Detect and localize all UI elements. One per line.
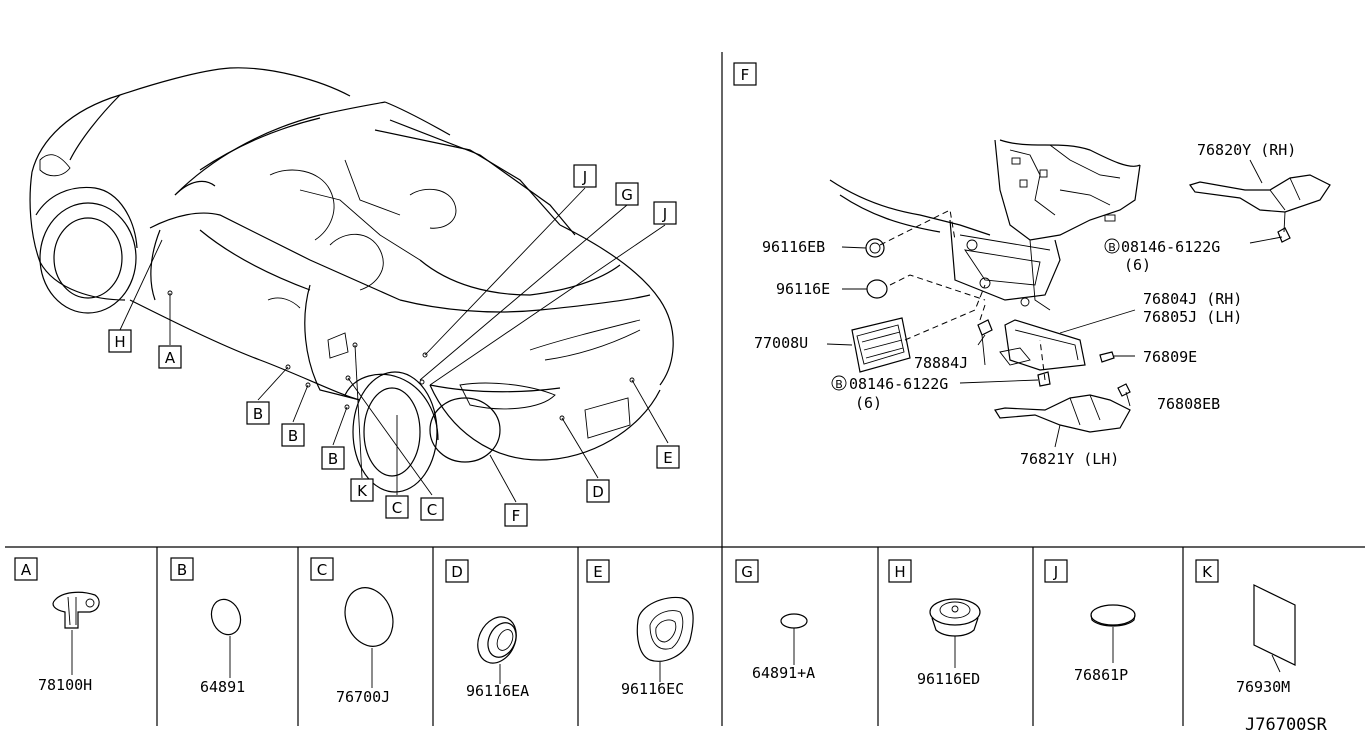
- legend-cell-d[interactable]: D 96116EA: [445, 559, 529, 700]
- part-76700j: 76700J: [336, 688, 390, 706]
- capped-grommet-icon: [929, 598, 981, 637]
- svg-text:A: A: [21, 561, 32, 579]
- svg-text:K: K: [1202, 563, 1213, 581]
- legend-cell-c[interactable]: C 76700J: [310, 557, 401, 706]
- part-76808eb: 76808EB: [1157, 395, 1220, 413]
- part-64891: 64891: [200, 678, 245, 696]
- svg-text:C: C: [392, 499, 402, 517]
- callout-b-2[interactable]: B: [281, 423, 305, 447]
- legend-cell-e[interactable]: E 96116EC: [586, 559, 694, 698]
- svg-text:G: G: [621, 186, 633, 204]
- svg-text:J: J: [1053, 563, 1058, 581]
- part-96116eb: 96116EB: [762, 238, 825, 256]
- main-leader-lines: [119, 187, 669, 503]
- part-76804j: 76804J (RH): [1143, 290, 1242, 308]
- legend-cell-k[interactable]: K 76930M: [1195, 559, 1296, 696]
- part-78884j: 78884J: [914, 354, 968, 372]
- svg-text:C: C: [317, 561, 327, 579]
- grommet-icon: [477, 616, 517, 664]
- svg-text:E: E: [593, 563, 602, 581]
- svg-text:G: G: [741, 563, 753, 581]
- callout-j-1[interactable]: J: [573, 164, 597, 188]
- callout-f[interactable]: F: [504, 503, 528, 527]
- svg-text:H: H: [114, 333, 125, 351]
- svg-text:J: J: [662, 205, 667, 223]
- callout-g[interactable]: G: [615, 182, 639, 206]
- svg-text:B: B: [253, 405, 263, 423]
- part-bolt-qty-1: (6): [855, 394, 882, 412]
- legend-cell-g[interactable]: G 64891+A: [735, 559, 815, 682]
- part-bolt-08146-2: 08146-6122G: [1121, 238, 1220, 256]
- part-76809e: 76809E: [1143, 348, 1197, 366]
- car-illustration: [29, 67, 674, 493]
- svg-text:B: B: [1108, 241, 1116, 254]
- part-96116ea: 96116EA: [466, 682, 529, 700]
- part-78100h: 78100H: [38, 676, 92, 694]
- part-76820y: 76820Y (RH): [1197, 141, 1296, 159]
- sheet-icon: [1253, 584, 1296, 666]
- callout-j-2[interactable]: J: [653, 201, 677, 225]
- legend-cell-b[interactable]: B 64891: [170, 557, 245, 696]
- part-96116e: 96116E: [776, 280, 830, 298]
- callout-a[interactable]: A: [158, 345, 182, 369]
- svg-text:A: A: [165, 349, 176, 367]
- svg-text:F: F: [512, 507, 521, 525]
- part-76805j: 76805J (LH): [1143, 308, 1242, 326]
- bolt-marker-1: B: [831, 375, 847, 391]
- svg-text:K: K: [357, 482, 368, 500]
- callout-b-1[interactable]: B: [246, 401, 270, 425]
- plug-icon: [210, 598, 242, 636]
- svg-text:C: C: [427, 501, 437, 519]
- clip-icon: [52, 591, 100, 629]
- oval-grommet-icon: [636, 596, 694, 662]
- part-bolt-08146-1: 08146-6122G: [849, 375, 948, 393]
- svg-text:J: J: [582, 168, 587, 186]
- callout-c-1[interactable]: C: [385, 495, 409, 519]
- round-cap-icon: [1090, 604, 1136, 627]
- part-77008u: 77008U: [754, 334, 808, 352]
- legend-cell-j[interactable]: J 76861P: [1044, 559, 1136, 684]
- svg-text:B: B: [288, 427, 298, 445]
- svg-text:E: E: [663, 449, 672, 467]
- small-plug-icon: [780, 613, 808, 629]
- callout-h[interactable]: H: [108, 329, 132, 353]
- callout-c-2[interactable]: C: [420, 497, 444, 521]
- svg-text:F: F: [741, 66, 750, 84]
- detail-f-label: F: [733, 62, 757, 86]
- detail-f-leaders: [826, 159, 1283, 448]
- part-76930m: 76930M: [1236, 678, 1290, 696]
- seal-pad-icon: [344, 587, 394, 647]
- svg-text:B: B: [835, 378, 843, 391]
- svg-text:D: D: [451, 563, 463, 581]
- detail-f-illustration: [829, 139, 1331, 433]
- part-76821y: 76821Y (LH): [1020, 450, 1119, 468]
- part-96116ec: 96116EC: [621, 680, 684, 698]
- svg-text:B: B: [328, 450, 338, 468]
- svg-text:H: H: [894, 563, 905, 581]
- part-96116ed: 96116ED: [917, 670, 980, 688]
- callout-e[interactable]: E: [656, 445, 680, 469]
- bolt-marker-2: B: [1104, 238, 1120, 254]
- svg-text:B: B: [177, 561, 187, 579]
- callout-d[interactable]: D: [586, 479, 610, 503]
- diagram-id: J76700SR: [1245, 715, 1328, 735]
- part-76861p: 76861P: [1074, 666, 1128, 684]
- part-64891-a: 64891+A: [752, 664, 815, 682]
- legend-cell-a[interactable]: A 78100H: [14, 557, 100, 694]
- legend-cell-h[interactable]: H 96116ED: [888, 559, 981, 688]
- callout-b-3[interactable]: B: [321, 446, 345, 470]
- callout-k[interactable]: K: [350, 478, 374, 502]
- svg-text:D: D: [592, 483, 604, 501]
- part-bolt-qty-2: (6): [1124, 256, 1151, 274]
